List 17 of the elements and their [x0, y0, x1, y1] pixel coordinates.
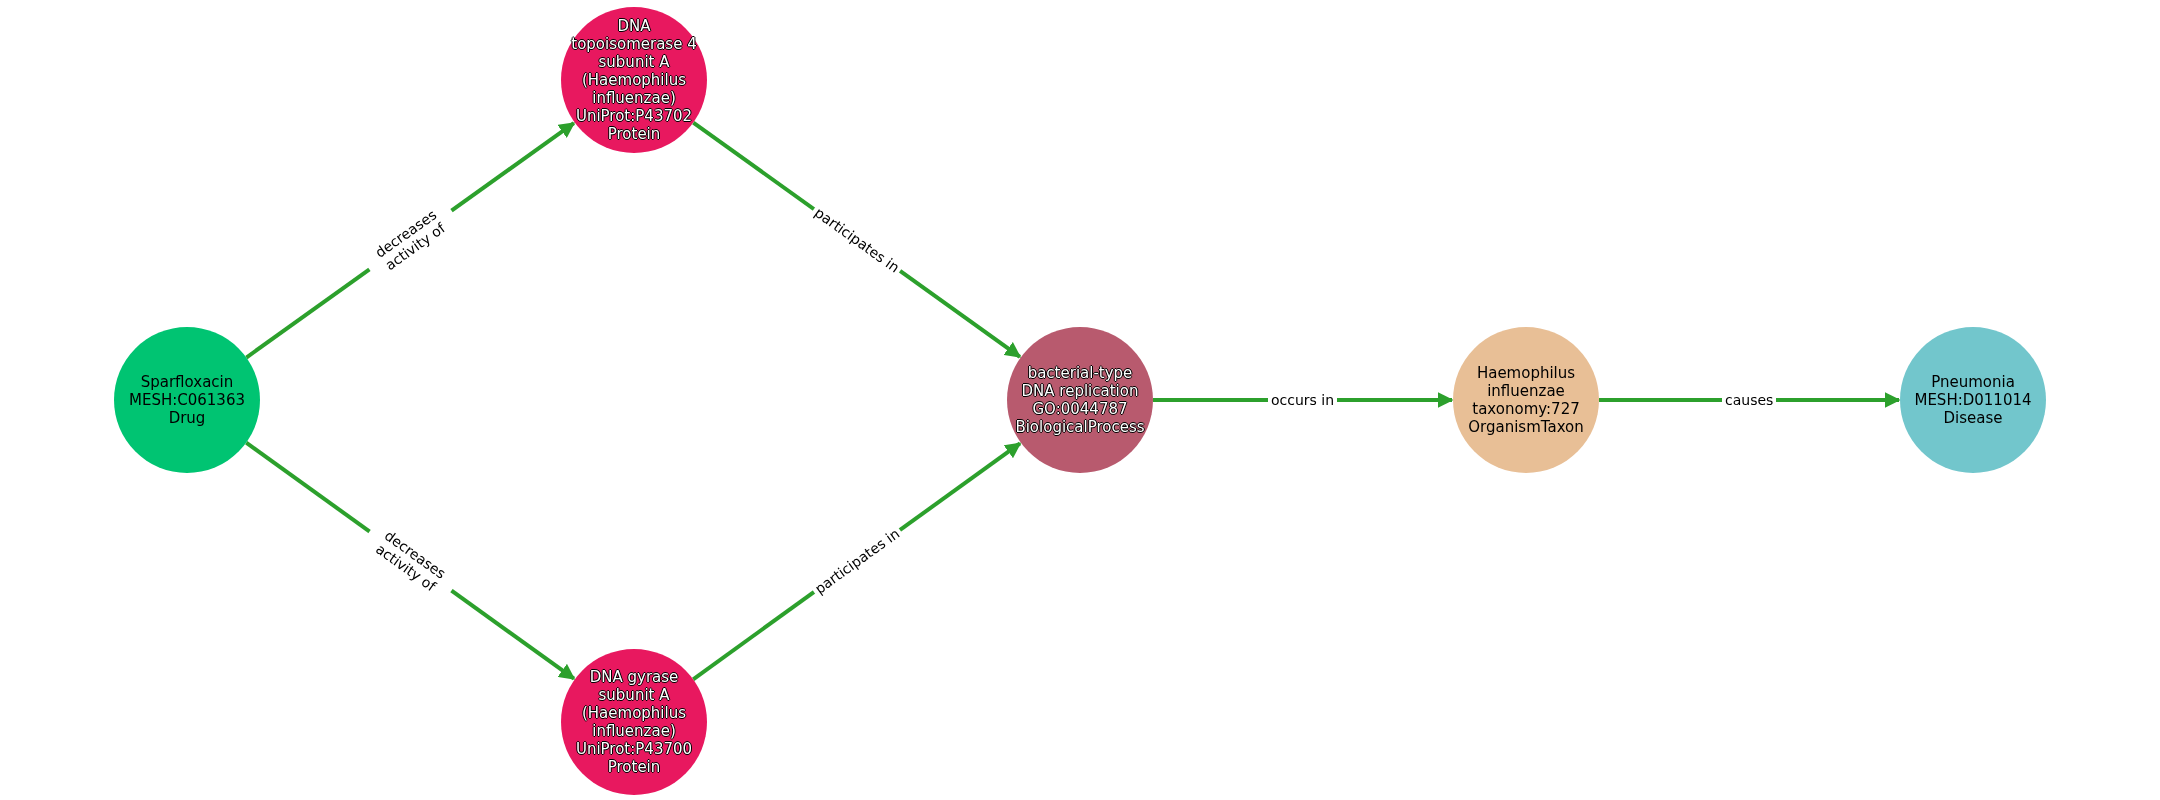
entity-name: Pneumonia [1931, 373, 2015, 391]
entity-type: BiologicalProcess [1015, 418, 1145, 436]
entity-name: DNA topoisomerase 4 subunit A (Haemophilus influenzae) [570, 17, 698, 107]
entity-type: OrganismTaxon [1468, 418, 1584, 436]
entity-type: Drug [168, 409, 206, 427]
entity-id: UniProt:P43700 [575, 740, 693, 758]
entity-type: Disease [1943, 409, 2003, 427]
entity-id: GO:0044787 [1032, 400, 1128, 418]
entity-id: MESH:C061363 [129, 391, 245, 409]
entity-id: taxonomy:727 [1472, 400, 1580, 418]
entity-id: MESH:D011014 [1914, 391, 2032, 409]
entity-type: Protein [607, 758, 661, 776]
entity-type: Protein [607, 125, 661, 143]
entity-name: bacterial-type DNA replication [1020, 364, 1140, 400]
entity-name: DNA gyrase subunit A (Haemophilus influenzae) [581, 668, 687, 740]
entity-id: UniProt:P43702 [575, 107, 693, 125]
entity-name: Sparfloxacin [140, 373, 234, 391]
